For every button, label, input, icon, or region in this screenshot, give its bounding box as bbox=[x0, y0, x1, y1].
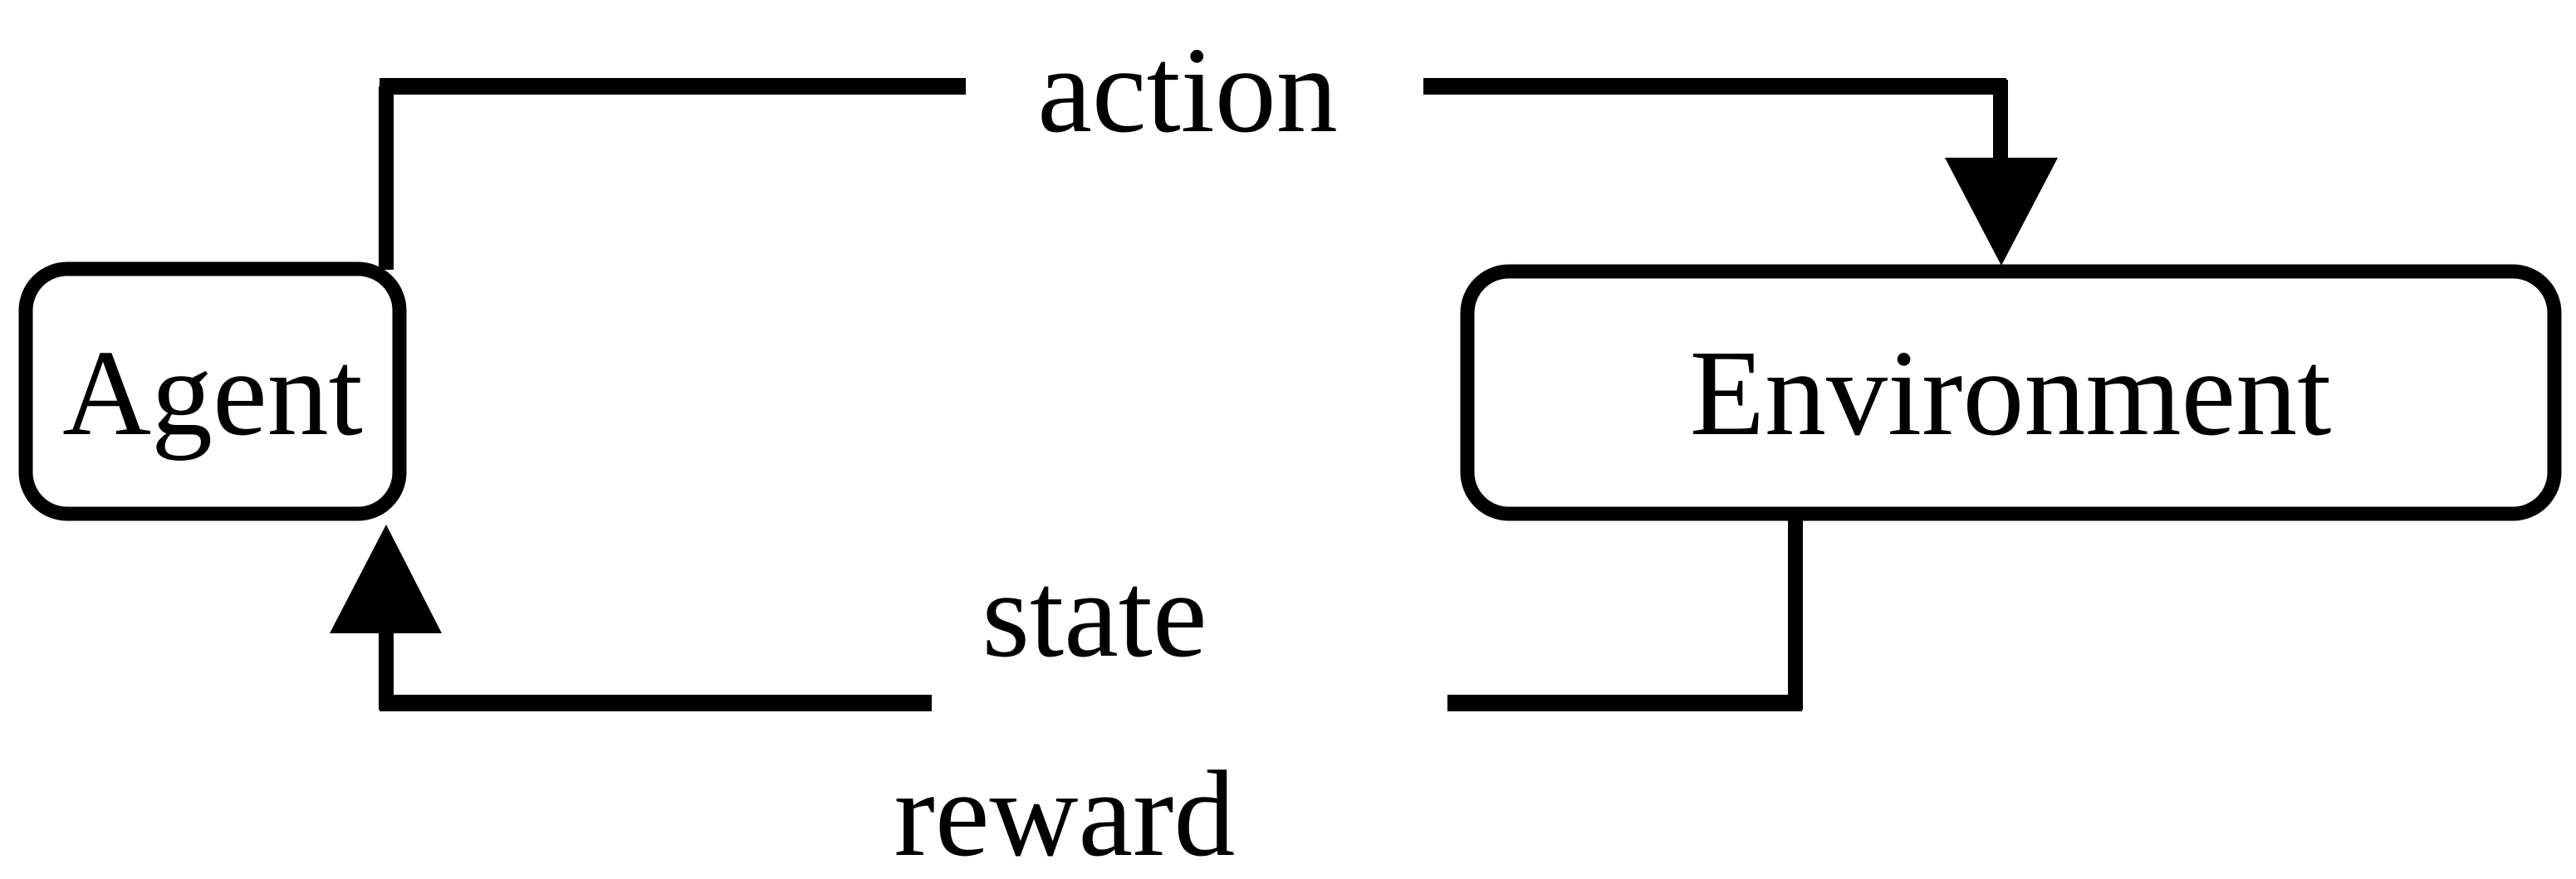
agent-label: Agent bbox=[62, 325, 363, 461]
state-label: state bbox=[982, 547, 1207, 683]
environment-box[interactable] bbox=[1460, 264, 2562, 521]
agent-box[interactable] bbox=[18, 261, 407, 521]
action-edge-group bbox=[379, 78, 2058, 270]
node-agent[interactable]: Agent bbox=[18, 261, 407, 521]
arrowhead-up-icon bbox=[330, 525, 442, 633]
action-label: action bbox=[1037, 22, 1338, 159]
reward-label: reward bbox=[894, 746, 1236, 879]
arrowhead-down-icon bbox=[1945, 158, 2058, 266]
feedback-edge-group bbox=[330, 515, 1803, 711]
node-environment[interactable]: Environment bbox=[1460, 264, 2562, 521]
environment-label: Environment bbox=[1690, 325, 2332, 461]
